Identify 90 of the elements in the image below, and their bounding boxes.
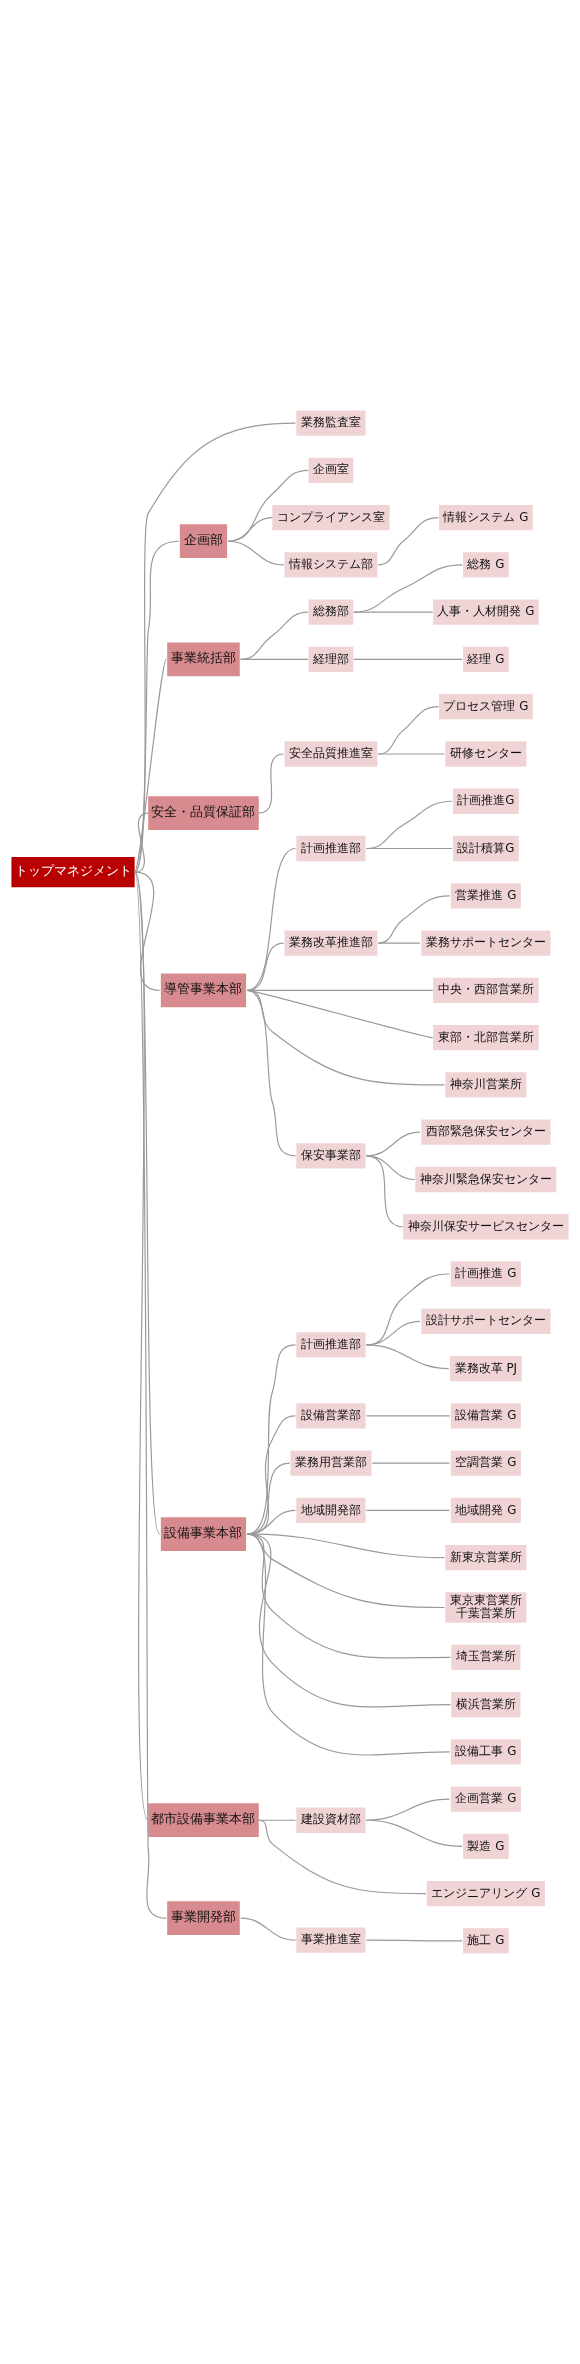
node-box: 製造 G	[463, 1833, 509, 1860]
node-box: 設備事業本部	[160, 1517, 247, 1551]
connector	[365, 1344, 450, 1370]
node-box: 総務 G	[463, 552, 509, 578]
node-box: 東部・北部営業所	[433, 1024, 539, 1051]
node-box: 経理 G	[463, 646, 509, 673]
connector	[134, 871, 161, 1535]
node-box: 計画推進G	[452, 788, 519, 814]
node-box: プロセス管理 G	[439, 694, 533, 720]
connector	[134, 658, 167, 873]
connector	[246, 989, 297, 1157]
node-box: 保安事業部	[296, 1143, 366, 1169]
node-box: 業務監査室	[296, 410, 366, 436]
connector	[246, 847, 297, 991]
connector	[377, 942, 421, 944]
connector	[365, 1155, 404, 1228]
node-box: 西部緊急保安センター	[421, 1119, 551, 1145]
connector	[240, 611, 309, 660]
connector	[353, 611, 434, 613]
node-box: 計画推進部	[296, 835, 366, 862]
node-box: 営業推進 G	[450, 883, 521, 909]
connector	[240, 1917, 297, 1941]
connector	[134, 871, 149, 1821]
node-box: 業務改革 PJ	[450, 1355, 522, 1382]
node-box: 企画部	[179, 524, 228, 559]
node-box: 事業推進室	[296, 1927, 366, 1953]
node-box: 企画室	[308, 457, 354, 483]
node-box: 設備営業 G	[450, 1403, 521, 1429]
node-box: 新東京営業所	[445, 1545, 527, 1571]
node-box: エンジニアリング G	[426, 1881, 545, 1907]
connector	[227, 469, 309, 542]
node-box: 事業統括部	[167, 642, 240, 677]
node-box: 東京東営業所 千葉営業所	[445, 1592, 527, 1623]
node-box: 横浜営業所	[451, 1691, 521, 1718]
node-box: 設備営業部	[296, 1403, 366, 1429]
connector	[227, 517, 273, 542]
node-box: 地域開発 G	[450, 1497, 521, 1524]
connector	[246, 942, 285, 991]
connector	[365, 1939, 463, 1942]
node-box: 神奈川営業所	[445, 1072, 527, 1098]
connector	[371, 1462, 451, 1464]
node-box: 地域開発部	[296, 1497, 366, 1524]
node-box: 人事・人材開発 G	[433, 599, 539, 625]
node-box: 業務改革推進部	[284, 930, 378, 956]
connector	[365, 1415, 451, 1417]
connector	[353, 564, 463, 613]
connector	[134, 871, 161, 991]
connector	[377, 895, 451, 944]
node-box: トップマネジメント	[11, 856, 135, 888]
node-box: 事業開発部	[167, 1901, 240, 1936]
node-box: 安全品質推進室	[284, 741, 378, 767]
connector	[365, 1819, 463, 1847]
node-box: 安全・品質保証部	[148, 796, 259, 830]
node-box: 埼玉営業所	[451, 1644, 521, 1670]
connector	[365, 1509, 451, 1511]
node-box: 設備工事 G	[450, 1739, 521, 1765]
node-box: 情報システム G	[439, 504, 533, 531]
connector	[377, 753, 446, 755]
node-box: 導管事業本部	[160, 973, 247, 1008]
connector	[258, 753, 285, 814]
connector	[365, 847, 453, 850]
node-box: 中央・西部営業所	[433, 977, 539, 1003]
connector	[134, 812, 149, 873]
node-box: コンプライアンス室	[272, 504, 390, 531]
connector	[134, 540, 180, 873]
node-box: 企画営業 G	[450, 1786, 521, 1812]
node-box: 空調営業 G	[450, 1450, 521, 1476]
node-box: 業務サポートセンター	[421, 930, 551, 956]
node-box: 設計サポートセンター	[421, 1308, 551, 1334]
node-box: 施工 G	[463, 1928, 509, 1954]
node-box: 計画推進部	[296, 1332, 366, 1358]
node-box: 研修センター	[445, 741, 527, 767]
node-box: 設計積算G	[452, 835, 519, 862]
node-box: 計画推進 G	[450, 1261, 521, 1287]
connector	[227, 540, 285, 566]
connector	[365, 800, 453, 850]
node-box: 神奈川緊急保安センター	[415, 1166, 557, 1193]
node-box: 情報システム部	[284, 552, 378, 578]
node-box: 建設資材部	[296, 1807, 366, 1833]
connector	[377, 517, 440, 566]
node-box: 総務部	[308, 599, 354, 625]
node-box: 神奈川保安サービスセンター	[403, 1214, 569, 1240]
connector	[240, 658, 309, 660]
connector	[258, 1819, 427, 1895]
node-box: 業務用営業部	[290, 1450, 372, 1476]
node-box: 経理部	[308, 646, 354, 673]
connector	[353, 658, 463, 660]
node-box: 都市設備事業本部	[148, 1803, 259, 1838]
connector	[134, 422, 297, 873]
connector	[134, 871, 167, 1919]
